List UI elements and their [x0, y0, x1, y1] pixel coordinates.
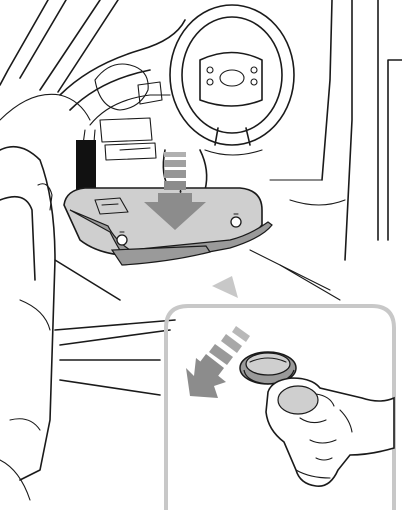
a-pillar [0, 0, 118, 120]
right-screw-icon [231, 217, 241, 227]
steering-wheel-icon [170, 5, 294, 155]
left-screw-icon [117, 235, 127, 245]
right-door-frame [270, 0, 402, 260]
finger-icon [266, 378, 394, 486]
dark-panel-strip [76, 140, 96, 192]
callout-pointer [212, 276, 238, 298]
release-arrow-icon [186, 326, 250, 398]
